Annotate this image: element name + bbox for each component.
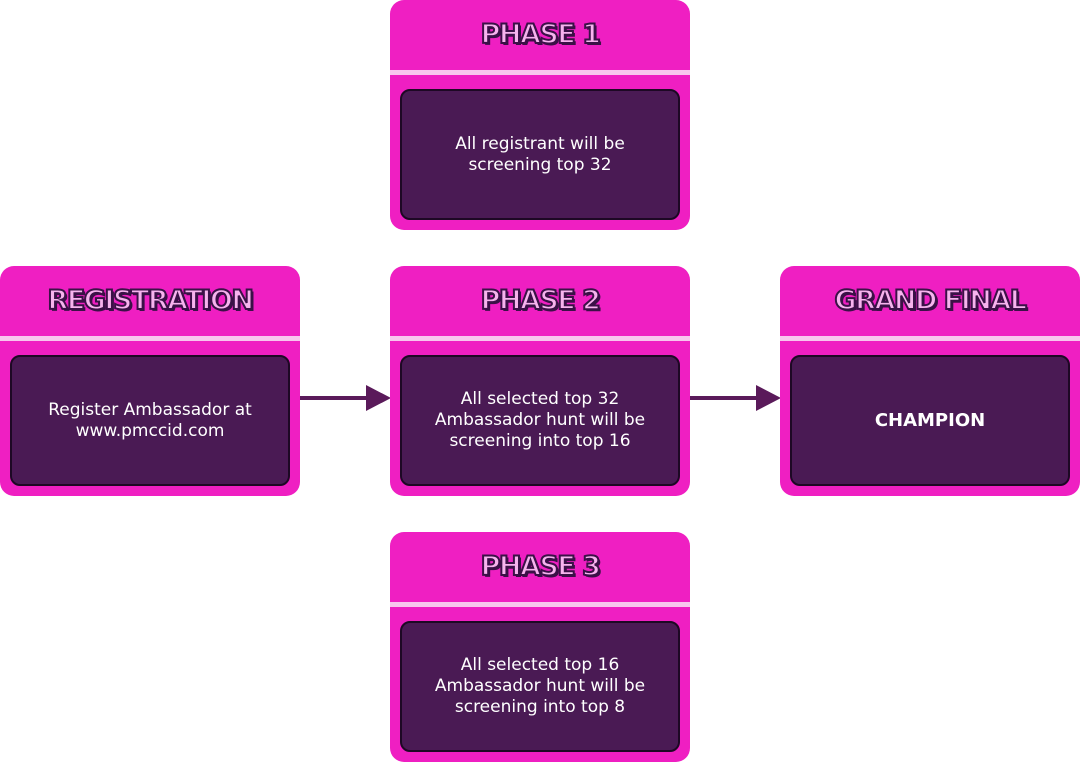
phase2-divider — [390, 336, 690, 341]
phase3-text: All selected top 16 Ambassador hunt will… — [434, 655, 646, 717]
grand-final-header: GRAND FINAL — [780, 266, 1080, 334]
registration-card: REGISTRATION Register Ambassador at www.… — [0, 266, 300, 496]
phase3-title: PHASE 3 — [480, 550, 602, 583]
phase3-divider — [390, 602, 690, 607]
registration-text: Register Ambassador at www.pmccid.com — [48, 399, 252, 441]
phase2-card: PHASE 2 All selected top 32 Ambassador h… — [390, 266, 690, 496]
phase2-header: PHASE 2 — [390, 266, 690, 334]
grand-final-title: GRAND FINAL — [834, 284, 1028, 317]
arrow-phase2-to-grand-final — [690, 385, 781, 411]
phase3-header: PHASE 3 — [390, 532, 690, 600]
registration-body: Register Ambassador at www.pmccid.com — [10, 355, 290, 486]
arrow-registration-to-phase2 — [300, 385, 391, 411]
phase2-title: PHASE 2 — [480, 284, 602, 317]
grand-final-text: CHAMPION — [874, 410, 986, 431]
phase2-body: All selected top 32 Ambassador hunt will… — [400, 355, 680, 486]
phase1-divider — [390, 70, 690, 75]
registration-header: REGISTRATION — [0, 266, 300, 334]
registration-divider — [0, 336, 300, 341]
grand-final-card: GRAND FINAL CHAMPION — [780, 266, 1080, 496]
registration-title: REGISTRATION — [47, 284, 255, 317]
phase1-card: PHASE 1 All registrant will be screening… — [390, 0, 690, 230]
grand-final-body: CHAMPION — [790, 355, 1070, 486]
phase2-text: All selected top 32 Ambassador hunt will… — [434, 389, 646, 451]
phase1-header: PHASE 1 — [390, 0, 690, 68]
grand-final-divider — [780, 336, 1080, 341]
phase3-card: PHASE 3 All selected top 16 Ambassador h… — [390, 532, 690, 762]
phase1-body: All registrant will be screening top 32 — [400, 89, 680, 220]
phase3-body: All selected top 16 Ambassador hunt will… — [400, 621, 680, 752]
phase1-title: PHASE 1 — [480, 18, 602, 51]
phase1-text: All registrant will be screening top 32 — [455, 133, 625, 175]
